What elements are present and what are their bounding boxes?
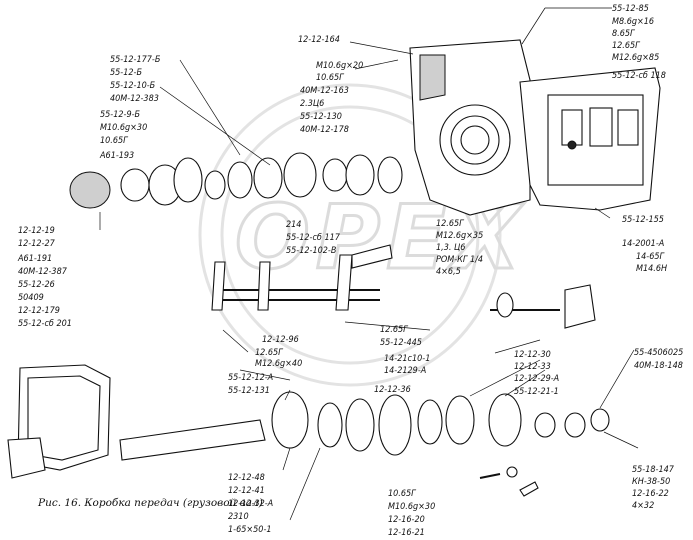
label-55-4506025: 55-4506025 [634,348,683,358]
part-labels: 55-12-85 М8.6g×16 8.65Г 12.65Г М12.6g×85… [17,4,683,538]
label-kn-38-50: КН-38-50 [632,477,670,487]
label-m10-bolt-20: М10.6g×20 [316,61,363,71]
label-12-12-48: 12-12-48 [228,473,265,483]
label-55-12-130: 55-12-130 [300,112,342,122]
label-m12-bolt-85: М12.6g×85 [612,53,659,63]
label-55-12-sb-118: 55-12-сб 118 [612,71,666,81]
label-50409: 50409 [18,293,44,303]
label-14-21s10-1: 14-21с10-1 [384,354,430,364]
label-washer-12-d: 12.65Г [380,325,409,335]
label-55-12-445: 55-12-445 [380,338,422,348]
label-55-12-9-b: 55-12-9-Б [100,110,141,120]
fasteners [479,466,539,497]
label-washer-14: 14-65Г [636,252,666,262]
label-40m-18-148: 40М-18-148 [634,361,683,371]
label-m10-bolt-30: М10.6g×30 [100,123,147,133]
label-40m-12-163: 40М-12-163 [300,86,349,96]
figure-caption: Рис. 16. Коробка передач (грузовой вал) [37,497,263,509]
label-2310: 2310 [228,512,249,522]
label-40m-12-383: 40М-12-383 [110,94,159,104]
label-12-12-29-a: 12-12-29-А [514,374,559,384]
label-a61-193: А61-193 [99,151,134,161]
label-12-12-19: 12-12-19 [18,226,55,236]
label-4x32: 4×32 [632,501,654,511]
label-55-12-85: 55-12-85 [612,4,649,14]
label-55-12-sb-201: 55-12-сб 201 [18,319,72,329]
label-40m-12-387: 40М-12-387 [18,267,68,277]
label-washer-8: 8.65Г [612,29,636,39]
label-washer-10-b: 10.65Г [100,136,129,146]
label-12-12-33: 12-12-33 [514,362,551,372]
label-washer-10: 10.65Г [316,73,345,83]
label-55-12-b: 55-12-Б [110,68,142,78]
label-55-12-21-1: 55-12-21-1 [514,387,559,397]
label-12-16-20: 12-16-20 [388,515,425,525]
label-55-12-131: 55-12-131 [228,386,270,396]
upper-gear-cluster [69,152,403,209]
label-1-65x50-1: 1-65×50-1 [228,525,272,535]
shift-fork-assembly [211,244,393,311]
label-nut-m14: М14.6Н [636,264,667,274]
label-55-12-26: 55-12-26 [18,280,55,290]
label-washer-12: 12.65Г [612,41,641,51]
lower-shaft-assembly [119,391,610,461]
label-12-12-41: 12-12-41 [228,486,265,496]
label-pin-2-3: 2.3Ц6 [300,99,324,109]
label-14-2001-a: 14-2001-А [622,239,664,249]
label-12-12-164: 12-12-164 [298,35,340,45]
label-55-12-102-v: 55-12-102-В [286,246,337,256]
label-55-12-10-b: 55-12-10-Б [110,81,156,91]
label-40m-12-178: 40М-12-178 [300,125,349,135]
label-55-12-sb-117: 55-12-сб 117 [286,233,341,243]
label-55-18-147: 55-18-147 [632,465,675,475]
label-rom-kg: РОМ-КГ 1/4 [436,255,483,265]
label-55-12-155: 55-12-155 [622,215,664,225]
label-14-2129-a: 14-2129-А [384,366,426,376]
label-m8-bolt: М8.6g×16 [612,17,654,27]
label-washer-12-b: 12.65Г [436,219,465,229]
label-12-12-27: 12-12-27 [18,239,56,249]
label-12-16-21: 12-16-21 [388,528,425,538]
label-214: 214 [286,220,301,230]
label-washer-12-c: 12.65Г [255,348,284,358]
label-12-12-30: 12-12-30 [514,350,551,360]
label-a61-191: А61-191 [17,254,52,264]
label-55-12-12-a: 55-12-12-А [228,373,273,383]
label-12-12-96: 12-12-96 [262,335,299,345]
label-12-12-36: 12-12-36 [374,385,411,395]
label-12-12-32-a: 12-12-32-А [228,499,273,509]
label-55-12-177-b: 55-12-177-Б [110,55,161,65]
label-m10-bolt-30-b: М10.6g×30 [388,502,435,512]
label-washer-10-c: 10.65Г [388,489,417,499]
side-cover [7,364,111,479]
label-m12-bolt-40: М12.6g×40 [255,359,302,369]
label-pin-1-3: 1,3. Ц6 [436,243,465,253]
gearbox-housing [409,39,661,216]
leader-lines [99,7,639,521]
label-12-12-179: 12-12-179 [18,306,60,316]
shift-lever [490,284,596,329]
label-12-16-22: 12-16-22 [632,489,669,499]
label-m12-bolt-35: М12.6g×35 [436,231,483,241]
label-4x6-5: 4×6,5 [436,267,461,277]
